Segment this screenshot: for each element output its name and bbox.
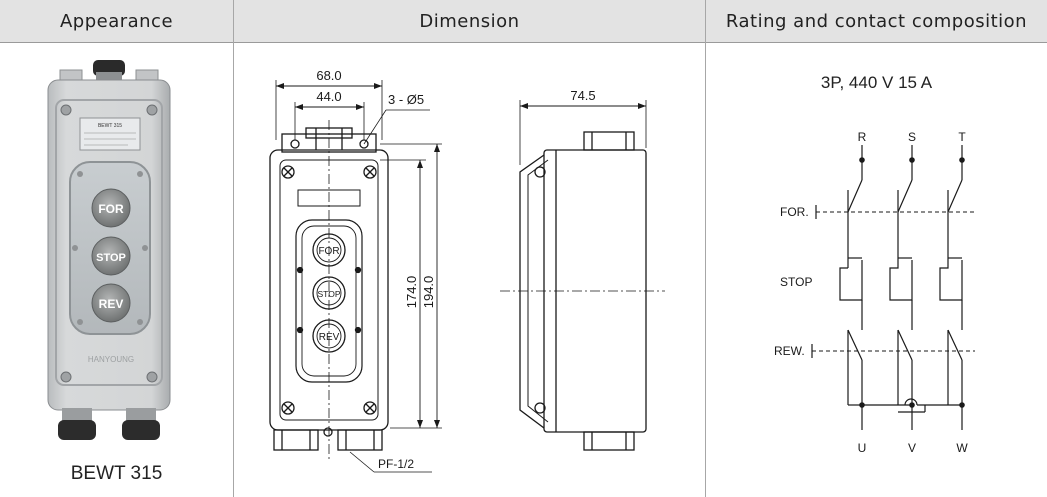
column-divider — [233, 0, 234, 497]
brand-text: HANYOUNG — [88, 355, 134, 364]
dim-width-outer: 68.0 — [316, 68, 341, 83]
contact-diagram: R S T U V W FOR. STOP REW. — [774, 130, 975, 455]
header-rating: Rating and contact composition — [706, 0, 1047, 43]
header-dimension: Dimension — [234, 0, 705, 43]
terminal-t: T — [958, 130, 966, 144]
dim-conduit: PF-1/2 — [378, 457, 414, 471]
header-appearance-label: Appearance — [59, 10, 174, 32]
photo-for-label: FOR — [98, 202, 124, 216]
pole-s — [889, 145, 918, 430]
product-photo: BEWT 315 FOR STOP REV HANYOUNG — [47, 60, 171, 440]
pole-t — [898, 145, 963, 430]
header-appearance: Appearance — [0, 0, 233, 43]
dim-depth: 74.5 — [570, 88, 595, 103]
row-label-for: FOR. — [780, 205, 809, 219]
rating-title: 3P, 440 V 15 A — [820, 73, 933, 92]
photo-stop-label: STOP — [96, 252, 126, 264]
photo-rev-button — [91, 283, 131, 323]
dim-height-outer: 194.0 — [421, 276, 436, 309]
photo-rev-label: REV — [99, 297, 124, 311]
row-label-rew: REW. — [774, 344, 805, 358]
dimension-drawing: FOR STOP REV — [269, 68, 665, 473]
product-model-caption: BEWT 315 — [70, 463, 163, 484]
dim-width-inner: 44.0 — [316, 89, 341, 104]
pole-r — [839, 145, 912, 430]
photo-for-button — [91, 188, 131, 228]
header-rating-label: Rating and contact composition — [725, 10, 1028, 32]
drawing-stop-label: STOP — [318, 289, 341, 299]
column-divider — [705, 0, 706, 497]
terminal-v: V — [908, 441, 916, 455]
photo-stop-button — [91, 236, 131, 276]
dim-holes: 3 - Ø5 — [388, 92, 424, 107]
dim-height-inner: 174.0 — [404, 276, 419, 309]
terminal-u: U — [858, 441, 867, 455]
row-label-stop: STOP — [780, 275, 812, 289]
terminal-w: W — [956, 441, 968, 455]
terminal-s: S — [908, 130, 916, 144]
header-dimension-label: Dimension — [419, 10, 520, 32]
nameplate-text: BEWT 315 — [98, 123, 122, 129]
terminal-r: R — [858, 130, 867, 144]
